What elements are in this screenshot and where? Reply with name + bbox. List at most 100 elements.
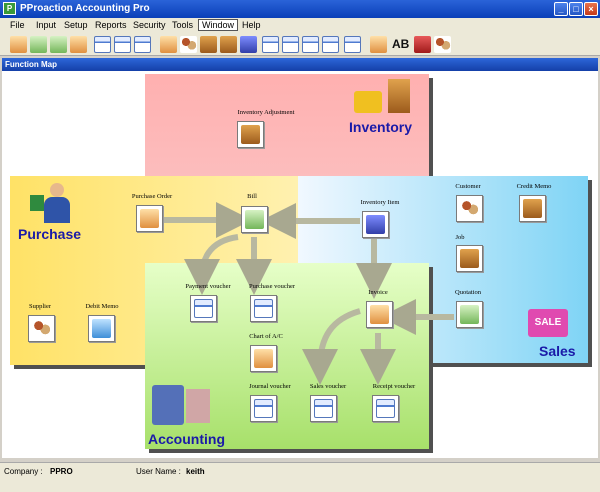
sale-tag: SALE (528, 309, 568, 337)
menu-window[interactable]: Window (198, 19, 239, 31)
journal-voucher-label: Journal voucher (249, 383, 291, 390)
voucher-icon[interactable] (114, 36, 131, 53)
panel-title: Function Map (2, 58, 598, 71)
report-icon[interactable] (282, 36, 299, 53)
company-label: Company : (4, 467, 43, 476)
chart-icon (254, 349, 273, 368)
customer-icon[interactable] (180, 36, 197, 53)
close-button[interactable]: × (584, 2, 598, 16)
inventory-adjustment-label: Inventory Adjustment (237, 109, 295, 116)
report-icon[interactable] (302, 36, 319, 53)
window-title: PProaction Accounting Pro (20, 3, 150, 14)
menu-reports[interactable]: Reports (95, 20, 127, 30)
pp-logo-icon: P (3, 2, 16, 15)
credit-memo-button[interactable] (519, 195, 546, 222)
voucher-icon (194, 299, 213, 318)
menu-file[interactable]: File (10, 20, 25, 30)
company-icon[interactable] (240, 36, 257, 53)
bill-label: Bill (247, 193, 257, 200)
customer-button[interactable] (456, 195, 483, 222)
payment-voucher-label: Payment voucher (185, 283, 231, 290)
quotation-icon (460, 305, 479, 324)
voucher-icon[interactable] (134, 36, 151, 53)
bill-button[interactable] (241, 206, 268, 233)
purchase-order-label: Purchase Order (131, 193, 173, 200)
supplier-label: Supplier (28, 303, 52, 310)
box-icon (241, 125, 260, 144)
maximize-button[interactable]: □ (569, 2, 583, 16)
sales-voucher-button[interactable] (310, 395, 337, 422)
supplier-icon[interactable] (200, 36, 217, 53)
arrow-bill-to-payment (184, 234, 239, 295)
debit-memo-label: Debit Memo (85, 303, 119, 310)
arrow-invoice-to-sales-voucher (302, 308, 361, 385)
debit-memo-button[interactable] (88, 315, 115, 342)
text-ab-button[interactable]: AB (392, 37, 410, 51)
minimize-button[interactable]: _ (554, 2, 568, 16)
inventory-item-label: Inventory Item (360, 199, 400, 206)
invoice-label: Invoice (368, 289, 388, 296)
ledger-icon[interactable] (30, 36, 47, 53)
invoice-icon (370, 305, 389, 324)
report-icon[interactable] (344, 36, 361, 53)
voucher-icon[interactable] (94, 36, 111, 53)
save-disk-icon[interactable] (414, 36, 431, 53)
inventory-box-icon[interactable] (220, 36, 237, 53)
purchase-voucher-label: Purchase voucher (248, 283, 296, 290)
menu-security[interactable]: Security (133, 20, 166, 30)
invoice-button[interactable] (366, 301, 393, 328)
voucher-icon (254, 399, 273, 418)
menu-help[interactable]: Help (242, 20, 261, 30)
sales-title: Sales (539, 343, 576, 359)
report-icon[interactable] (262, 36, 279, 53)
document-icon[interactable] (70, 36, 87, 53)
accounting-title: Accounting (148, 431, 225, 447)
menu-setup[interactable]: Setup (64, 20, 88, 30)
voucher-icon (314, 399, 333, 418)
customer-icon (460, 199, 479, 218)
menu-tools[interactable]: Tools (172, 20, 194, 30)
sale-bag-icon: SALE (528, 303, 568, 337)
building-icon (366, 215, 385, 234)
open-folder-icon[interactable] (10, 36, 27, 53)
payment-voucher-button[interactable] (190, 295, 217, 322)
status-bar: Company : PPRO User Name : keith (0, 462, 600, 492)
voucher-icon (376, 399, 395, 418)
voucher-icon (254, 299, 273, 318)
customer-label: Customer (455, 183, 481, 190)
inventory-item-button[interactable] (362, 211, 389, 238)
flow-arrows (164, 202, 454, 385)
quotation-label: Quotation (455, 289, 481, 296)
job-button[interactable] (456, 245, 483, 272)
inventory-title: Inventory (349, 119, 413, 135)
money-icon[interactable] (434, 36, 451, 53)
user-label: User Name : (136, 467, 181, 476)
forklift-icon (354, 79, 412, 115)
debit-memo-icon (92, 319, 111, 338)
report-icon[interactable] (322, 36, 339, 53)
sticky-note-icon[interactable] (370, 36, 387, 53)
journal-voucher-button[interactable] (250, 395, 277, 422)
tag-icon[interactable] (160, 36, 177, 53)
job-label: Job (455, 234, 465, 241)
purchase-person-icon (26, 181, 76, 223)
journal-icon[interactable] (50, 36, 67, 53)
credit-memo-label: Credit Memo (516, 183, 552, 190)
purchase-order-button[interactable] (136, 205, 163, 232)
order-form-icon (140, 209, 159, 228)
supplier-icon (32, 319, 51, 338)
title-bar: P PProaction Accounting Pro _ □ × (0, 0, 600, 18)
chart-of-ac-button[interactable] (250, 345, 277, 372)
purchase-title: Purchase (18, 226, 82, 242)
receipt-voucher-button[interactable] (372, 395, 399, 422)
user-value: keith (186, 467, 205, 476)
supplier-button[interactable] (28, 315, 55, 342)
quotation-button[interactable] (456, 301, 483, 328)
toolbar: AB (0, 33, 600, 56)
purchase-voucher-button[interactable] (250, 295, 277, 322)
chart-of-ac-label: Chart of A/C (249, 333, 283, 340)
menu-input[interactable]: Input (36, 20, 57, 30)
sales-voucher-label: Sales voucher (309, 383, 347, 390)
calculator-icon (152, 383, 212, 425)
inventory-adjustment-button[interactable] (237, 121, 264, 148)
